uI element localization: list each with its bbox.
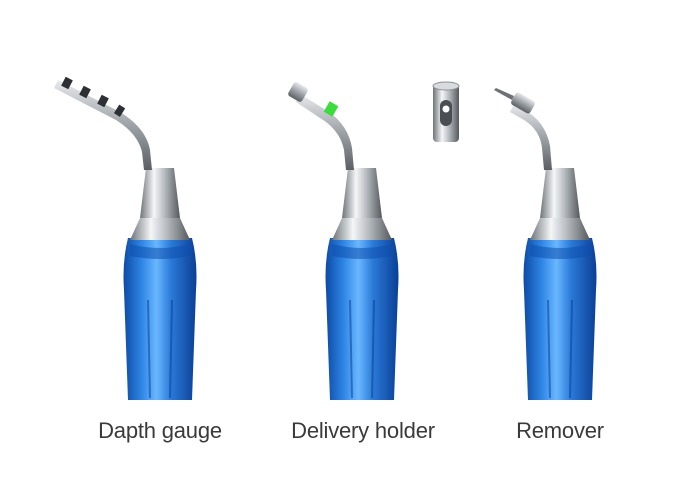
steel-collar <box>530 218 590 240</box>
steel-collar <box>332 218 392 240</box>
depth-markings <box>61 76 126 117</box>
holder-tip <box>288 82 308 102</box>
green-ring <box>323 101 339 117</box>
remover-head <box>511 92 535 114</box>
sleeve-piece <box>432 81 460 142</box>
caption-delivery-holder: Delivery holder <box>291 418 435 443</box>
remover-tool <box>494 88 597 400</box>
handle-body <box>523 238 597 400</box>
bent-shank <box>296 94 354 170</box>
depth-gauge-tool <box>54 76 197 400</box>
remover-needle <box>494 88 514 100</box>
caption-remover: Remover <box>516 418 604 443</box>
bent-shank <box>54 80 152 170</box>
caption-depth-gauge: Dapth gauge <box>98 418 222 443</box>
steel-cone <box>140 168 180 218</box>
handle-body <box>325 238 399 400</box>
handle-body <box>123 238 197 400</box>
bent-shank <box>510 104 552 170</box>
steel-cone <box>540 168 580 218</box>
steel-collar <box>130 218 190 240</box>
steel-cone <box>342 168 382 218</box>
delivery-holder-tool <box>288 82 399 400</box>
